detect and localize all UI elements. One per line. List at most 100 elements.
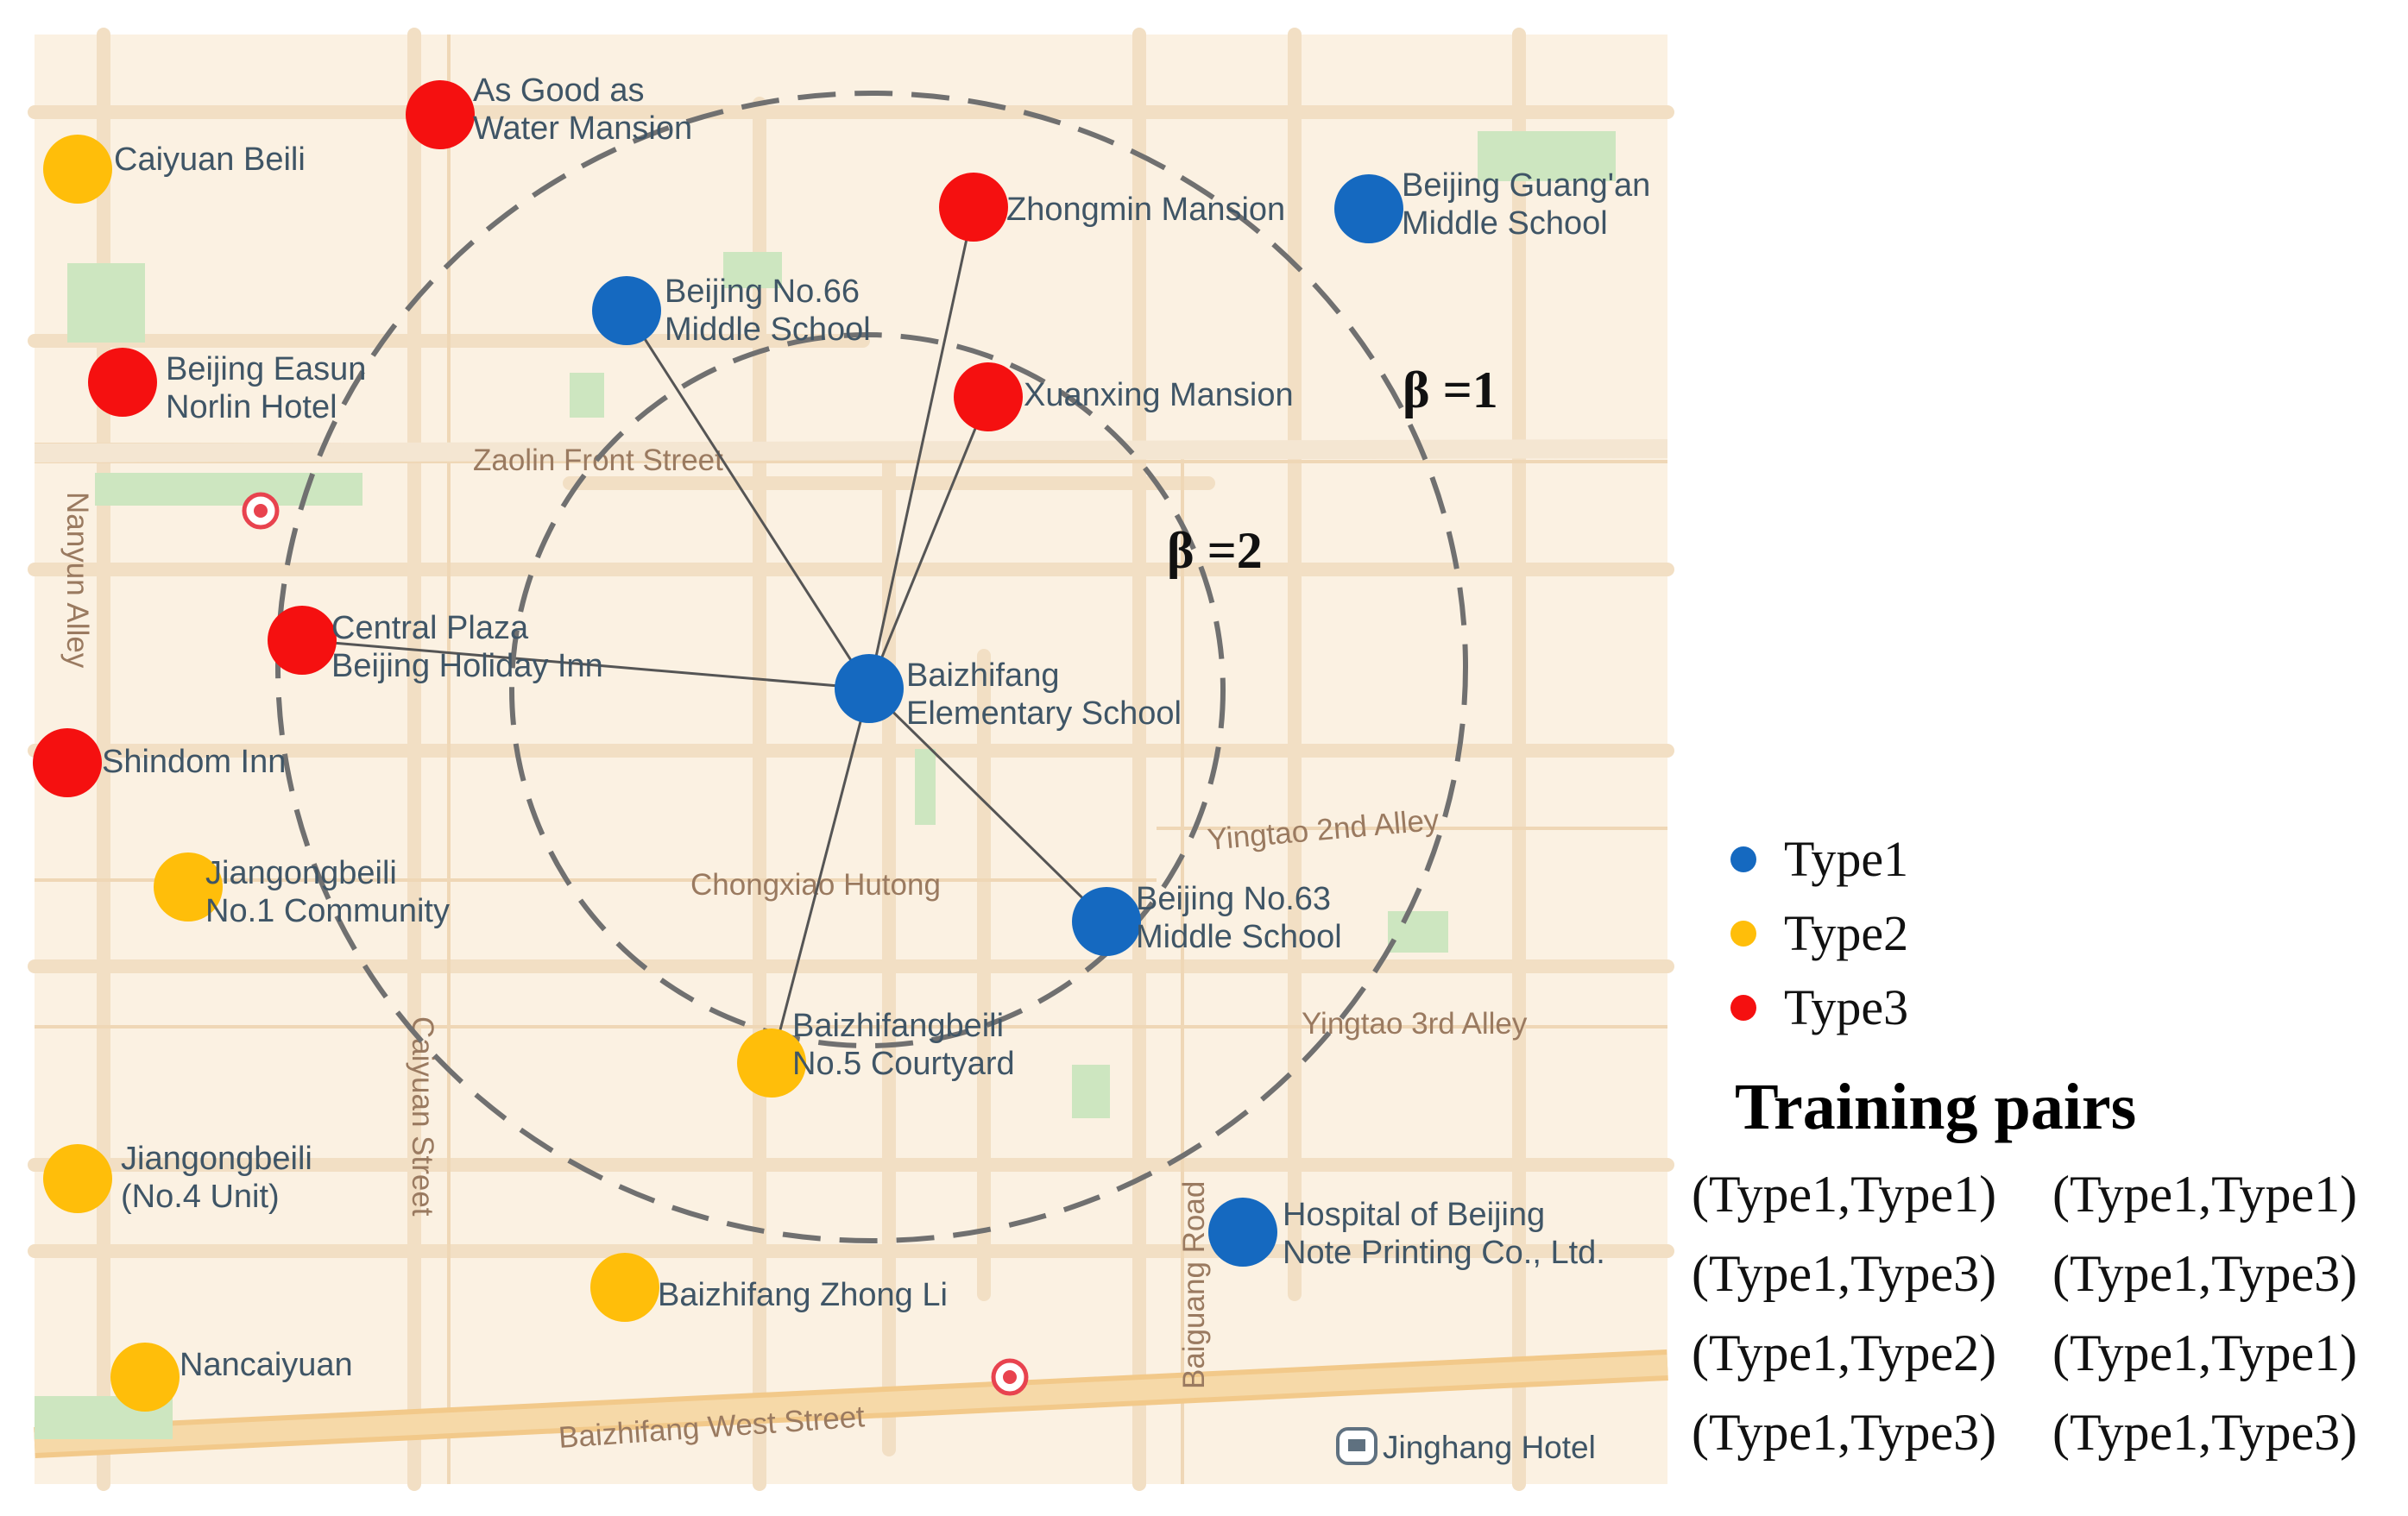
poi-marker xyxy=(737,1028,806,1098)
poi-marker xyxy=(939,173,1008,242)
beta-label-outer: β =1 xyxy=(1403,362,1498,418)
training-pair: (Type1,Type1) xyxy=(2052,1166,2358,1223)
poi-label: Zhongmin Mansion xyxy=(1006,192,1285,228)
beta-circles xyxy=(275,91,1468,1243)
training-pair: (Type1,Type2) xyxy=(1692,1324,1997,1381)
poi-marker xyxy=(268,606,337,675)
poi-label: Beijing No.66 xyxy=(665,274,860,310)
poi-marker xyxy=(110,1343,180,1412)
poi-type3: Zhongmin Mansion xyxy=(939,173,1285,242)
training-pair: (Type1,Type3) xyxy=(1692,1245,1997,1302)
poi-label: Note Printing Co., Ltd. xyxy=(1283,1235,1605,1271)
poi-marker xyxy=(592,276,661,345)
poi-label: No.1 Community xyxy=(205,893,450,929)
poi-marker xyxy=(33,728,102,797)
type1-dot-icon xyxy=(1730,846,1756,872)
poi-label: As Good as xyxy=(473,72,645,109)
poi-label: Hospital of Beijing xyxy=(1283,1197,1545,1233)
poi-marker xyxy=(1208,1198,1277,1267)
poi-marker xyxy=(43,1144,112,1213)
poi-label: Water Mansion xyxy=(473,110,692,147)
poi-label: Middle School xyxy=(665,311,871,348)
poi-label: Elementary School xyxy=(906,695,1182,732)
poi-label: Beijing Holiday Inn xyxy=(331,648,603,684)
poi-type2: Caiyuan Beili xyxy=(43,135,306,204)
poi-marker xyxy=(954,362,1023,431)
poi-label: No.5 Courtyard xyxy=(792,1046,1015,1082)
connection-line xyxy=(625,310,871,689)
poi-label: Beijing No.63 xyxy=(1136,881,1331,917)
map: Zaolin Front Street Nanyun Alley Yingtao… xyxy=(28,28,1674,1491)
bank-icon xyxy=(242,492,280,530)
legend-item-type3: Type3 xyxy=(1730,978,1908,1036)
training-pair: (Type1,Type3) xyxy=(2052,1245,2358,1302)
poi-marker xyxy=(1334,174,1403,243)
minor-roads xyxy=(28,28,1674,1491)
poi-label: Baizhifang Zhong Li xyxy=(658,1277,948,1313)
poi-marker xyxy=(1072,887,1141,956)
poi-label: Norlin Hotel xyxy=(166,389,337,425)
green-areas xyxy=(35,131,1616,1439)
poi-marker xyxy=(43,135,112,204)
poi-marker xyxy=(88,348,157,417)
poi-label: (No.4 Unit) xyxy=(121,1179,280,1215)
poi-label: Central Plaza xyxy=(331,610,529,646)
training-pair: (Type1,Type1) xyxy=(2052,1324,2358,1381)
connection-line xyxy=(867,687,1108,923)
beta-label-inner: β =2 xyxy=(1167,522,1263,579)
poi-label: Beijing Easun xyxy=(166,351,366,387)
connection-line xyxy=(867,396,990,689)
training-pair: (Type1,Type1) xyxy=(1692,1166,1997,1223)
training-pair: (Type1,Type3) xyxy=(1692,1404,1997,1461)
legend-label: Type1 xyxy=(1784,831,1909,887)
hotel-label: Jinghang Hotel xyxy=(1383,1430,1596,1465)
poi-label: Caiyuan Beili xyxy=(114,142,306,178)
beta-2-circle xyxy=(509,332,1226,1048)
legend-item-type2: Type2 xyxy=(1730,904,1908,962)
poi-label: Baizhifang xyxy=(906,657,1059,694)
poi-marker xyxy=(154,852,223,922)
legend-item-type1: Type1 xyxy=(1730,830,1908,888)
street-label: Nanyun Alley xyxy=(60,492,94,669)
poi-type3: Xuanxing Mansion xyxy=(954,362,1294,431)
hotel-icon xyxy=(1336,1427,1377,1465)
legend-label: Type2 xyxy=(1784,905,1909,961)
connection-line xyxy=(301,638,870,690)
poi-type2: Baizhifang Zhong Li xyxy=(590,1253,948,1322)
poi-marker xyxy=(835,654,904,723)
poi-label: Middle School xyxy=(1136,919,1342,955)
poi-label: Shindom Inn xyxy=(102,744,286,780)
poi-label: Middle School xyxy=(1402,205,1608,242)
poi-label: Nancaiyuan xyxy=(180,1347,353,1383)
poi-label: Beijing Guang'an xyxy=(1402,167,1650,204)
poi-label: Xuanxing Mansion xyxy=(1024,377,1294,413)
type3-dot-icon xyxy=(1730,994,1756,1021)
poi-marker xyxy=(406,80,475,149)
poi-label: Jiangongbeili xyxy=(121,1141,312,1177)
legend-label: Type3 xyxy=(1784,979,1909,1035)
connection-line xyxy=(867,206,975,689)
street-label: Yingtao 3rd Alley xyxy=(1302,1007,1528,1041)
street-label: Baiguang Road xyxy=(1177,1181,1211,1389)
poi-type2: Jiangongbeili(No.4 Unit) xyxy=(43,1141,312,1215)
street-label: Caiyuan Street xyxy=(406,1016,439,1217)
poi-label: Jiangongbeili xyxy=(205,855,397,891)
connection-line xyxy=(770,688,871,1064)
connection-lines xyxy=(301,206,1108,1064)
type2-dot-icon xyxy=(1730,920,1756,947)
training-pair: (Type1,Type3) xyxy=(2052,1404,2358,1461)
poi-label: Baizhifangbeili xyxy=(792,1008,1004,1044)
beta-1-circle xyxy=(275,91,1468,1243)
poi-marker xyxy=(590,1253,659,1322)
main-roads xyxy=(34,439,1668,1458)
poi-type2: Nancaiyuan xyxy=(110,1343,353,1412)
